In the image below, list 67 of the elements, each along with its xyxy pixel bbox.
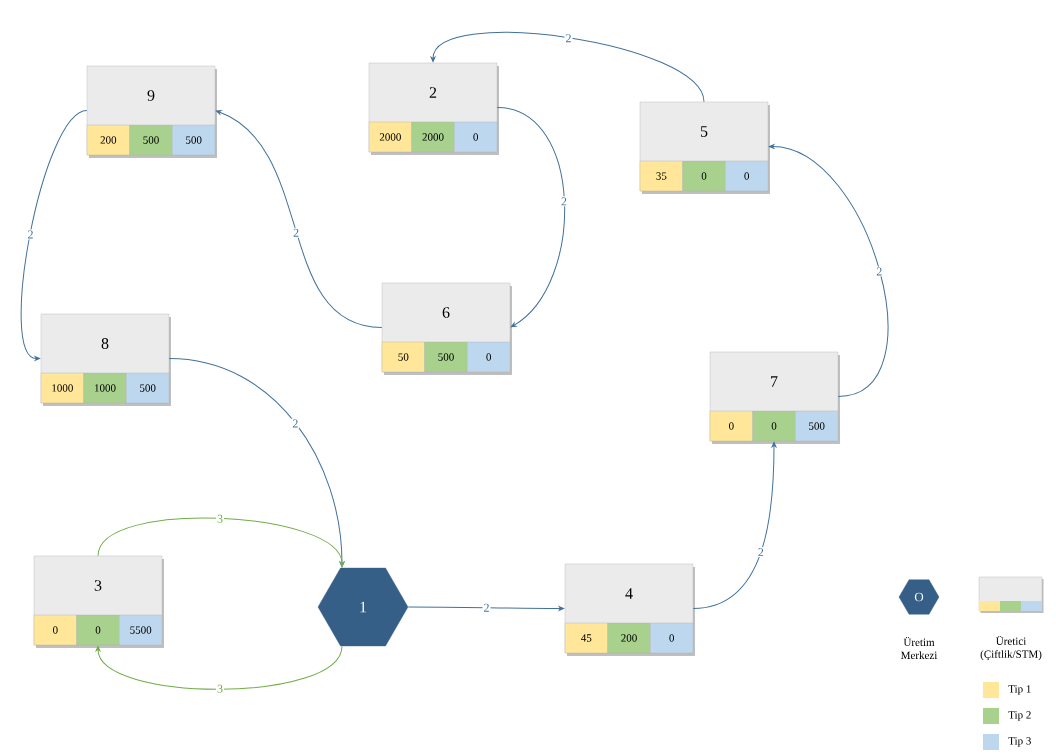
value-cell: 0 (76, 614, 120, 646)
box-number: 2 (429, 87, 437, 98)
value-cell: 5500 (119, 614, 163, 646)
value-cell: 0 (650, 622, 694, 654)
node-label: Üretim Merkezi (901, 637, 938, 659)
value-cell: 500 (424, 341, 468, 373)
edge-label: 2 (26, 229, 35, 240)
edge-label: 2 (875, 266, 884, 277)
value-cell: 50 (381, 341, 425, 373)
value-cell: 1000 (40, 372, 84, 404)
value-cell: 0 (467, 341, 511, 373)
value-cell: 200 (86, 124, 130, 156)
value-cell: 0 (682, 160, 726, 192)
value-cell: 45 (564, 622, 608, 654)
arrow (692, 441, 777, 609)
value-cell: 500 (795, 410, 839, 442)
value-cell: 500 (172, 124, 216, 156)
value-cell: 35 (639, 160, 683, 192)
box-number: 6 (442, 307, 450, 318)
arrow (430, 31, 705, 103)
producer-box (381, 282, 512, 375)
producer-box (709, 351, 840, 444)
arrow (20, 110, 88, 361)
value-cell: 0 (454, 121, 498, 153)
legend-label: Tip 1 (1008, 685, 1031, 695)
value-cell: 0 (725, 160, 769, 192)
hexagon: 1 (317, 567, 409, 647)
edge-label: 2 (482, 602, 491, 613)
edge-label: 2 (292, 227, 301, 238)
value-cell: 2000 (368, 121, 412, 153)
arrow (496, 107, 565, 328)
value-cell: 0 (752, 410, 796, 442)
value-cell: 1000 (83, 372, 127, 404)
legend-label: Tip 2 (1008, 711, 1031, 721)
box-number: 4 (625, 588, 633, 599)
box-number: 7 (771, 376, 778, 387)
producer-box (564, 563, 695, 656)
edge-label: 3 (216, 683, 224, 694)
value-cell: 2000 (411, 121, 455, 153)
edge-label: 2 (756, 547, 765, 558)
node-label: Üretici (Çiftlik/STM) (980, 635, 1042, 661)
value-cell: 500 (126, 372, 170, 404)
box-number: 9 (147, 90, 155, 101)
legend-label: Tip 3 (1008, 737, 1031, 747)
edge-label: 3 (216, 513, 224, 524)
value-cell: 200 (607, 622, 651, 654)
arrow (95, 645, 343, 690)
producer-box (368, 62, 499, 155)
value-cell: 500 (129, 124, 173, 156)
box-number: 5 (700, 126, 708, 137)
edge-label: 2 (291, 418, 300, 429)
value-cell: 0 (33, 614, 77, 646)
producer-box (978, 576, 1044, 613)
edge-label: 2 (560, 196, 568, 207)
edge-label: 2 (564, 33, 573, 44)
arrow (97, 517, 345, 568)
box-number: 3 (94, 580, 102, 591)
hexagon: O (898, 579, 940, 615)
producer-box (639, 101, 770, 194)
box-number: 8 (101, 338, 109, 349)
producer-box (86, 65, 217, 158)
producer-box (40, 313, 171, 406)
arrow (215, 110, 383, 328)
arrow (407, 606, 565, 611)
arrow (769, 144, 889, 397)
value-cell: 0 (709, 410, 753, 442)
producer-box (33, 555, 164, 648)
